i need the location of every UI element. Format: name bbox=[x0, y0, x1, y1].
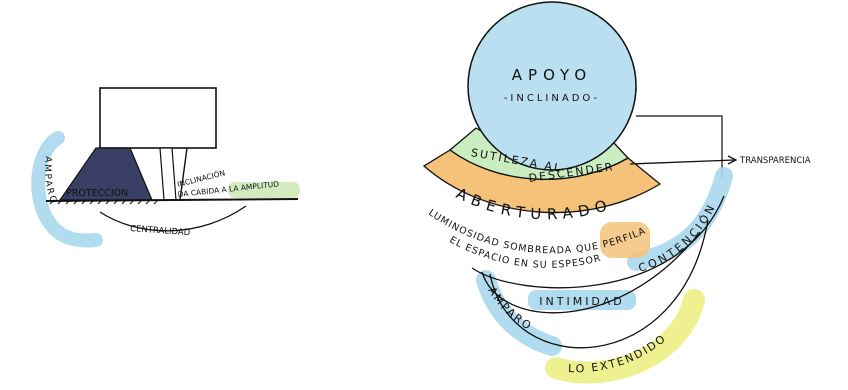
ground-hatch bbox=[49, 199, 159, 205]
transparencia-arrow bbox=[629, 159, 735, 165]
circle-subtitle: -INCLINADO- bbox=[504, 93, 600, 104]
contencion-wash bbox=[627, 167, 733, 271]
inclined-support bbox=[159, 147, 177, 201]
left-sketch: PROTECCIÓN INCLINACIÓN DA CABIDA A LA AM… bbox=[31, 87, 300, 248]
arc-extendido-line bbox=[489, 219, 709, 349]
label-intimidad: INTIMIDAD bbox=[539, 295, 624, 308]
arrow-head-icon bbox=[727, 155, 738, 165]
amparo-wash-right bbox=[476, 270, 562, 356]
amparo-wash bbox=[31, 131, 103, 248]
right-diagram: TRANSPARENCIA APOYO -INCLINADO- SUTILEZA… bbox=[422, 1, 811, 384]
arc-contencion-line bbox=[471, 195, 725, 289]
centralidad-arc bbox=[99, 205, 247, 232]
connector-bracket bbox=[636, 115, 723, 178]
green-wash bbox=[228, 182, 300, 198]
label-centralidad: CENTRALIDAD bbox=[130, 224, 191, 238]
apoyo-circle bbox=[467, 1, 637, 171]
intimidad-wash bbox=[528, 290, 636, 310]
label-proteccion: PROTECCIÓN bbox=[66, 187, 128, 199]
arc-intimidad-line bbox=[481, 231, 701, 314]
circle-title: APOYO bbox=[512, 66, 592, 84]
perfila-wash bbox=[600, 222, 650, 258]
label-transparencia: TRANSPARENCIA bbox=[739, 156, 811, 166]
floating-box bbox=[99, 87, 217, 149]
extendido-wash bbox=[545, 289, 705, 384]
ground-line bbox=[45, 198, 299, 202]
inclined-line bbox=[179, 147, 188, 201]
